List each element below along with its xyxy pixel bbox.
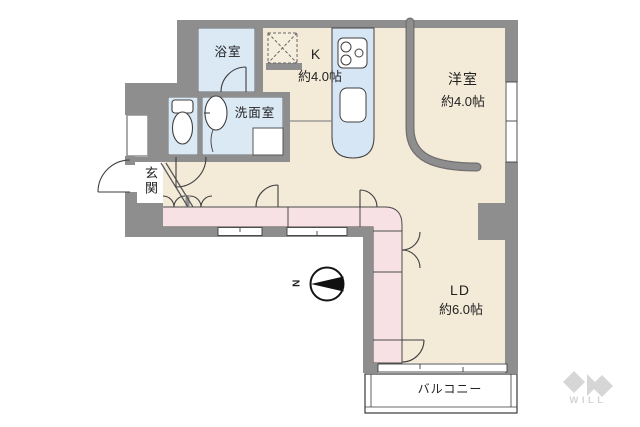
refrigerator-space-icon	[267, 32, 298, 64]
entrance-label: 玄関	[142, 166, 158, 196]
washbasin-icon	[204, 95, 228, 153]
north-label: N	[291, 278, 303, 287]
kitchen-sink-icon	[339, 87, 367, 123]
living-dining-size-label: 約6.0帖	[438, 302, 484, 317]
western-room-size-label: 約4.0帖	[440, 94, 486, 109]
will-logo-icon	[563, 371, 613, 397]
stove-icon	[337, 37, 368, 69]
meter-box	[126, 114, 149, 157]
washing-machine-pan-icon	[252, 127, 284, 156]
kitchen-size-label: 約4.0帖	[297, 69, 343, 84]
washroom-label: 洗面室	[234, 106, 276, 120]
compass-north-icon	[309, 266, 345, 302]
kitchen-counter	[331, 27, 375, 159]
balcony-label: バルコニー	[417, 382, 483, 396]
living-dining-label: LD	[450, 282, 470, 298]
kitchen-label: K	[310, 46, 322, 62]
door-swings	[97, 66, 425, 363]
windows	[217, 81, 518, 373]
toilet-icon	[171, 99, 194, 145]
room-floors	[163, 28, 505, 363]
entrance-step	[160, 162, 194, 208]
bathroom-label: 浴室	[214, 45, 242, 59]
entrance-floor	[135, 162, 163, 203]
curved-wall	[405, 17, 482, 172]
western-room-label: 洋室	[448, 71, 478, 87]
balcony-outline	[364, 373, 518, 414]
watermark-text: WILL	[569, 395, 607, 406]
